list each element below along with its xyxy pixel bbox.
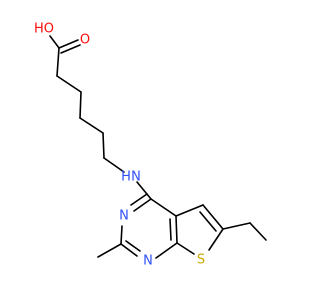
amine-hydrogen-label: H — [121, 170, 131, 185]
carbonyl-oxygen-label: O — [80, 33, 90, 48]
bond-c4-n3-a — [133, 198, 152, 212]
thiophene-sulfur-label: S — [197, 253, 205, 268]
bond-c4-c5 — [79, 117, 104, 134]
bond-c1-c2 — [56, 47, 60, 77]
bond-c5-c6-b — [199, 211, 217, 232]
bond-n3-c2 — [120, 225, 123, 245]
bond-c6-n — [103, 157, 125, 173]
bond-c2-n1-a — [120, 243, 138, 257]
molecule-structure: HO O H N N N S — [34, 22, 267, 269]
hydroxyl-oxygen-label: HO — [34, 22, 54, 37]
pyrimidine-n1-label: N — [143, 254, 153, 269]
bond-c2-methyl — [97, 243, 122, 258]
bond-c4a-c5 — [175, 204, 204, 217]
bond-c4-n3-b — [130, 193, 148, 206]
bond-c1-o-double-a — [58, 39, 79, 49]
bond-n-c4ring — [136, 181, 152, 200]
bond-c7a-c4a-a — [175, 215, 178, 244]
bond-c2-c3 — [56, 75, 82, 93]
atom-labels: HO O H N N N S — [34, 22, 205, 269]
bond-ethyl-ch2-ch3 — [249, 222, 267, 241]
bond-c6-s — [208, 228, 224, 251]
bond-c2-n1-b — [125, 240, 141, 252]
bond-s-c7a — [176, 242, 195, 255]
pyrimidine-n3-label: N — [119, 209, 129, 224]
bond-c7a-c4a-b — [169, 218, 172, 241]
bond-c3-c4 — [79, 91, 82, 119]
bond-c5-c6-a — [202, 204, 224, 230]
bond-c6-ethyl-ch2 — [222, 222, 251, 230]
bonds — [49, 35, 267, 259]
bond-c1-oh — [49, 35, 60, 49]
bond-n1-c7a — [155, 242, 178, 259]
bond-c1-o-double-b — [60, 44, 81, 54]
amine-nitrogen-label: N — [131, 170, 141, 185]
bond-c5-c6 — [102, 132, 105, 159]
bond-c4a-c4 — [150, 198, 177, 217]
